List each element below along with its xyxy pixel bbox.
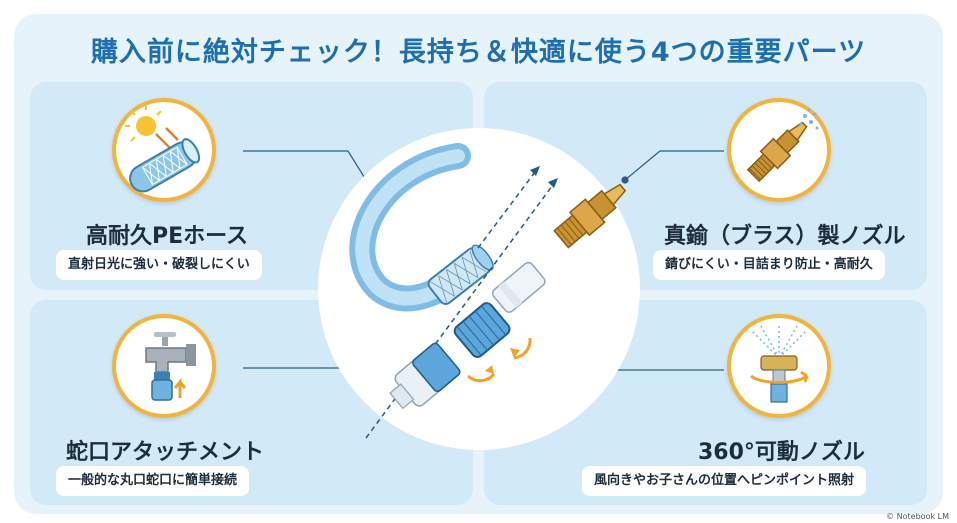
center-diagram [318,128,640,450]
hose-description: 直射日光に強い・破裂しにくい [56,250,262,280]
page-title: 購入前に絶対チェック！長持ち＆快適に使う4つの重要パーツ [90,37,867,68]
copyright-text: © Notebook LM [886,512,949,521]
faucet-icon [112,314,216,418]
nozzle-title: 真鍮（ブラス）製ノズル [664,224,906,249]
rotating-nozzle-icon [727,314,831,418]
hose-title: 高耐久PEホース [86,224,249,249]
spray-title: 360°可動ノズル [698,440,865,465]
nozzle-description: 錆びにくい・目詰まり防止・高耐久 [653,250,885,280]
brass-nozzle-icon [727,98,831,202]
faucet-title: 蛇口アタッチメント [66,440,265,465]
faucet-description: 一般的な丸口蛇口に簡単接続 [56,466,250,496]
spray-description: 風向きやお子さんの位置へピンポイント照射 [582,466,867,496]
hose-sun-icon [112,98,216,202]
